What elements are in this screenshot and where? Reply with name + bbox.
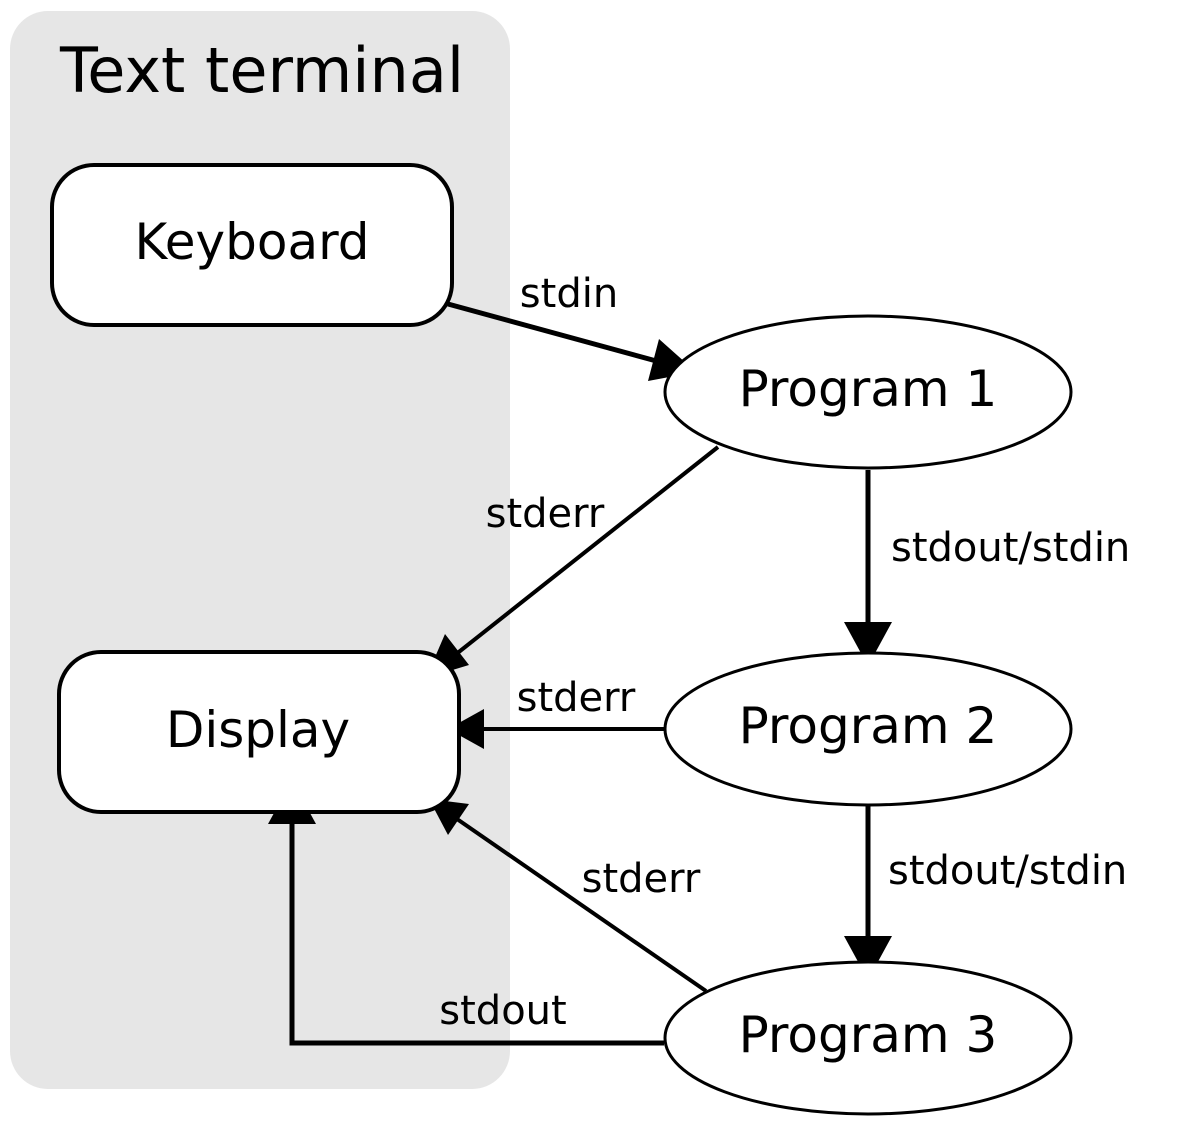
edge-p3-stderr-label: stderr (582, 856, 701, 902)
edge-p3-stdout-label: stdout (439, 988, 566, 1034)
edge-stdin-label: stdin (520, 271, 618, 317)
edge-p1-stderr-line (453, 445, 720, 657)
edge-p3-stderr-line (455, 817, 708, 993)
display-node (57, 650, 461, 814)
edge-p2-stderr-arrowhead (448, 709, 484, 749)
edge-p2-p3-arrowhead (844, 936, 892, 980)
edge-stdin-line (447, 301, 661, 365)
program3-label: Program 3 (739, 1006, 998, 1064)
keyboard-node (50, 163, 454, 327)
program1-label: Program 1 (739, 360, 998, 418)
edge-p1-p2-label: stdout/stdin (891, 525, 1130, 571)
edge-p1-stderr-label: stderr (486, 491, 605, 537)
group-title: Text terminal (59, 34, 464, 107)
edge-p2-p3-label: stdout/stdin (888, 848, 1127, 894)
program2-node (663, 651, 1073, 807)
program2-label: Program 2 (739, 697, 998, 755)
keyboard-label: Keyboard (134, 213, 369, 271)
edge-p3-stdout-line (289, 820, 664, 1046)
program3-node (663, 960, 1073, 1116)
program1-node (663, 314, 1073, 470)
edge-p1-p2-arrowhead (844, 622, 892, 666)
display-label: Display (166, 701, 350, 759)
edge-p2-stderr-label: stderr (517, 675, 636, 721)
